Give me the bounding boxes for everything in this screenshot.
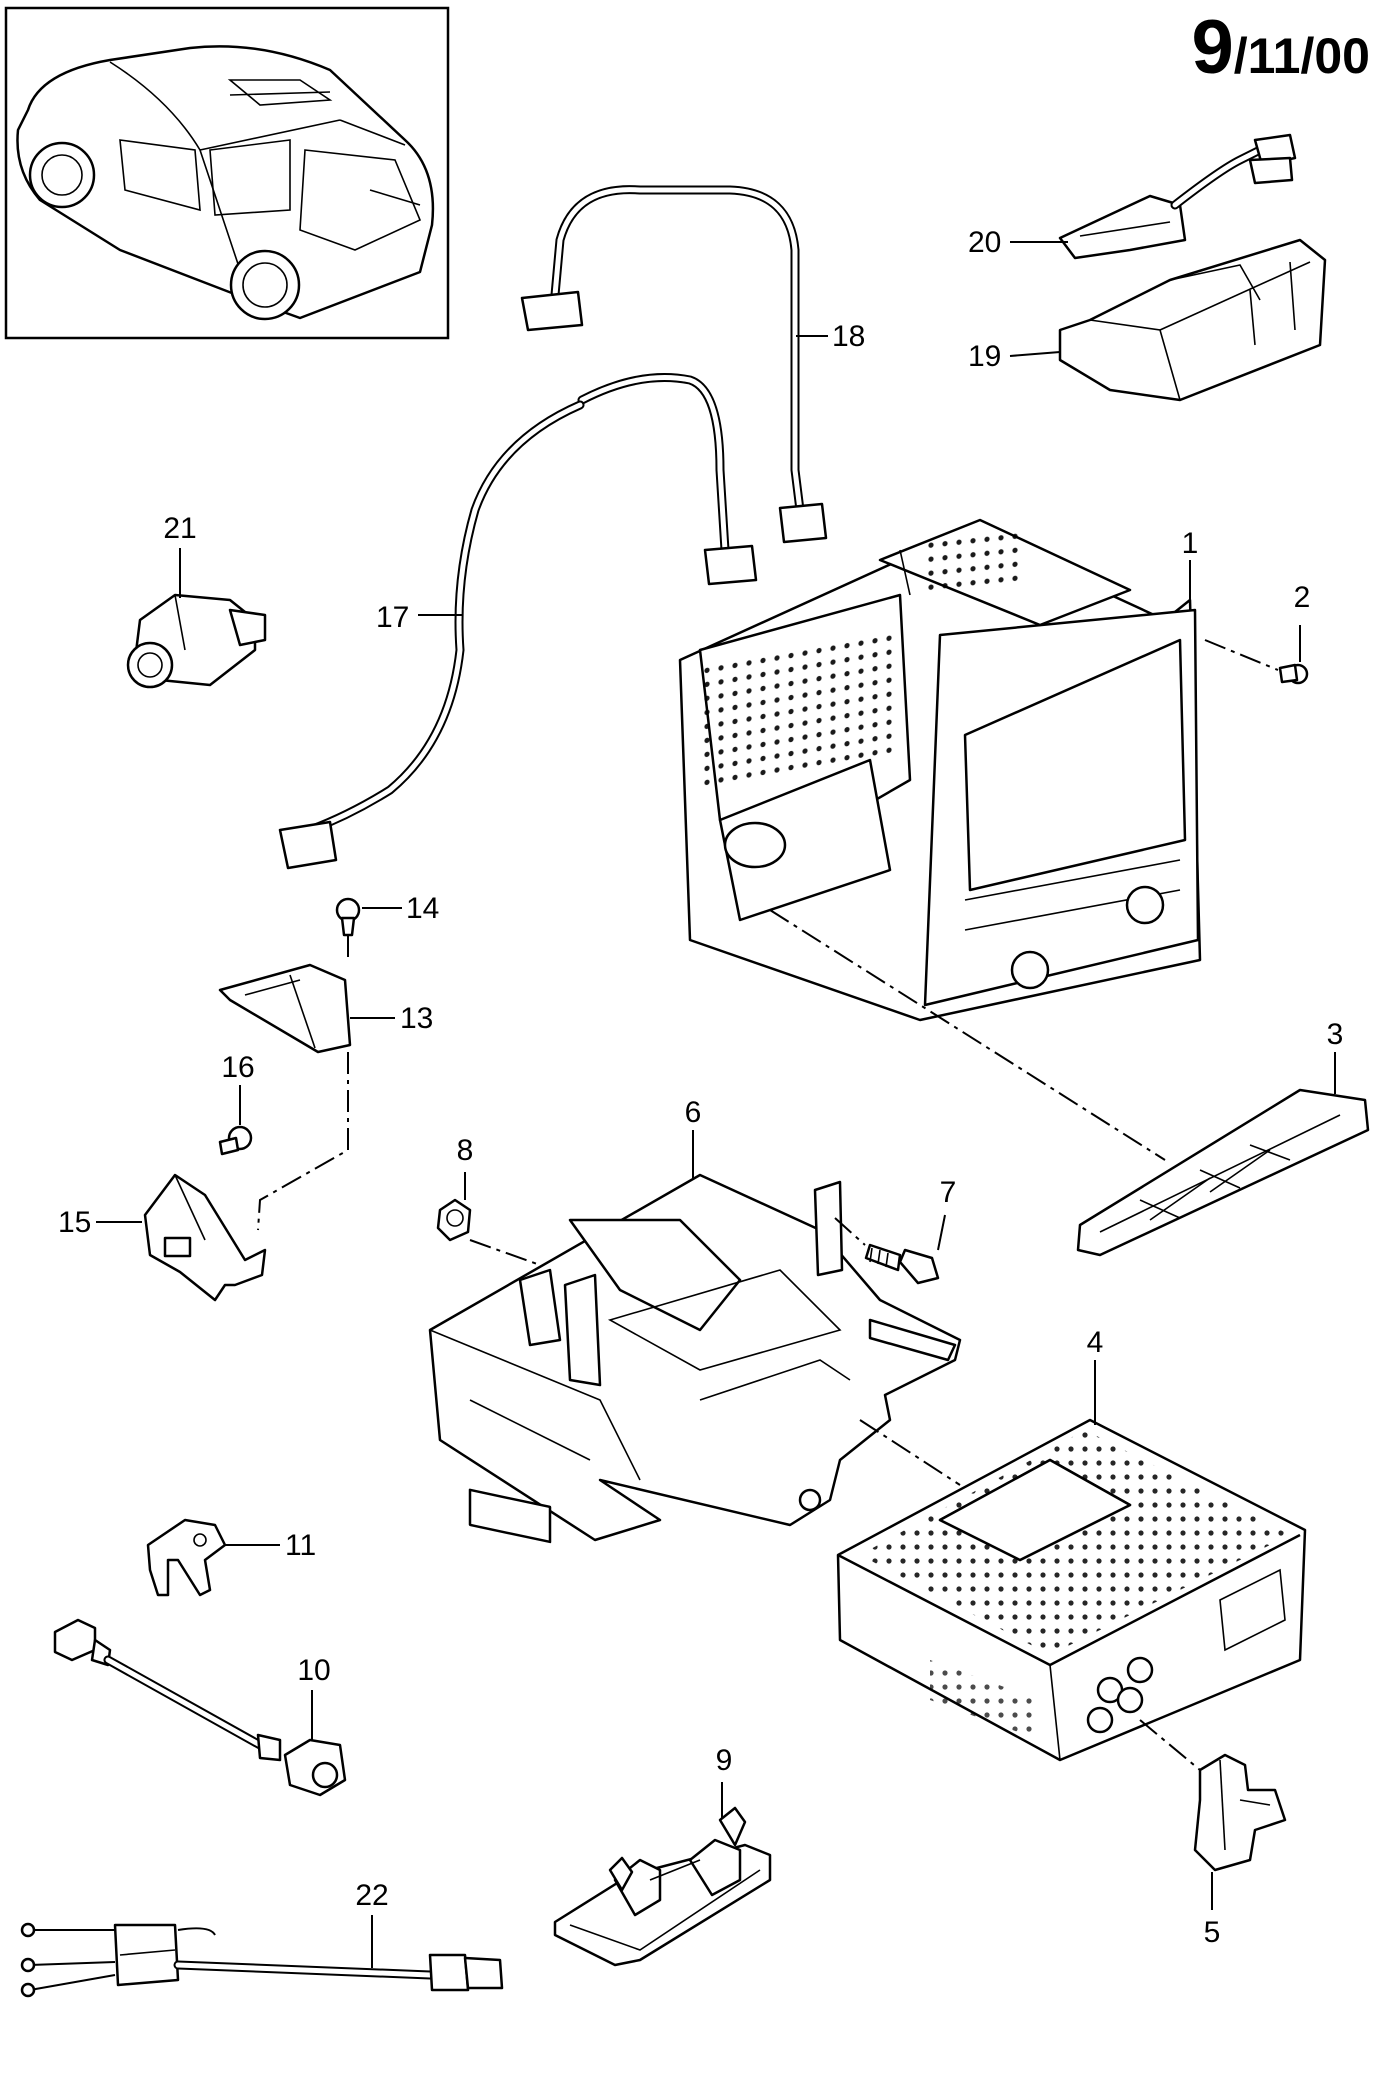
leader-line-19 [1009, 351, 1061, 357]
callout-13: 13 [400, 1002, 433, 1035]
page-number: 9/11/00 [1191, 4, 1370, 91]
assembly-line-7 [834, 1217, 866, 1246]
part-6-mounting-frame [428, 1173, 962, 1544]
part-15-clip [143, 1173, 267, 1302]
callout-4: 4 [1087, 1326, 1104, 1359]
callout-7: 7 [940, 1176, 957, 1209]
part-1-head-unit [678, 518, 1202, 1022]
callout-3: 3 [1327, 1018, 1344, 1051]
callout-17: 17 [376, 601, 409, 634]
part-18-cable [520, 185, 828, 544]
callout-22: 22 [355, 1879, 388, 1912]
callout-14: 14 [406, 892, 439, 925]
part-20-wiring-harness [1058, 133, 1297, 260]
part-5-connector-clip [1193, 1753, 1287, 1872]
part-19-module [1058, 238, 1327, 402]
callout-9: 9 [716, 1744, 733, 1777]
assembly-line-4 [859, 1419, 961, 1486]
callout-10: 10 [297, 1654, 330, 1687]
callout-20: 20 [968, 226, 1001, 259]
part-3-bracket [1076, 1088, 1370, 1257]
assembly-line-13 [257, 1052, 349, 1231]
assembly-line-5 [1139, 1719, 1201, 1771]
callout-6: 6 [685, 1096, 702, 1129]
assembly-line-8 [469, 1239, 541, 1266]
page-number-major: 9 [1191, 5, 1234, 90]
callout-16: 16 [221, 1051, 254, 1084]
assembly-line-3 [769, 909, 1166, 1161]
part-9-switch-panel [553, 1806, 772, 1967]
part-17-cable [278, 373, 758, 870]
part-7-bolt [864, 1243, 940, 1285]
vehicle-icon [16, 45, 435, 321]
part-10-camera [53, 1618, 347, 1797]
part-2-screw [1278, 663, 1309, 685]
callout-2: 2 [1294, 581, 1311, 614]
callout-11: 11 [285, 1529, 316, 1562]
leader-line-7 [937, 1214, 946, 1251]
part-22-wiring-harness [20, 1922, 504, 1998]
callout-5: 5 [1204, 1916, 1221, 1949]
vehicle-inset [4, 6, 450, 340]
callout-19: 19 [968, 340, 1001, 373]
callout-15: 15 [58, 1206, 91, 1239]
callout-1: 1 [1182, 527, 1199, 560]
callout-18: 18 [832, 320, 865, 353]
part-11-small-bracket [146, 1518, 227, 1597]
callout-21: 21 [163, 512, 196, 545]
part-4-module-box [836, 1418, 1307, 1762]
part-21-sensor [126, 593, 267, 689]
page-number-minor: /11/00 [1233, 28, 1370, 84]
assembly-line-2 [1204, 639, 1279, 671]
part-14-screw [335, 897, 361, 937]
part-16-screw [218, 1125, 253, 1156]
callout-8: 8 [457, 1134, 474, 1167]
part-13-holder [218, 963, 352, 1054]
part-8-nut [436, 1198, 472, 1242]
